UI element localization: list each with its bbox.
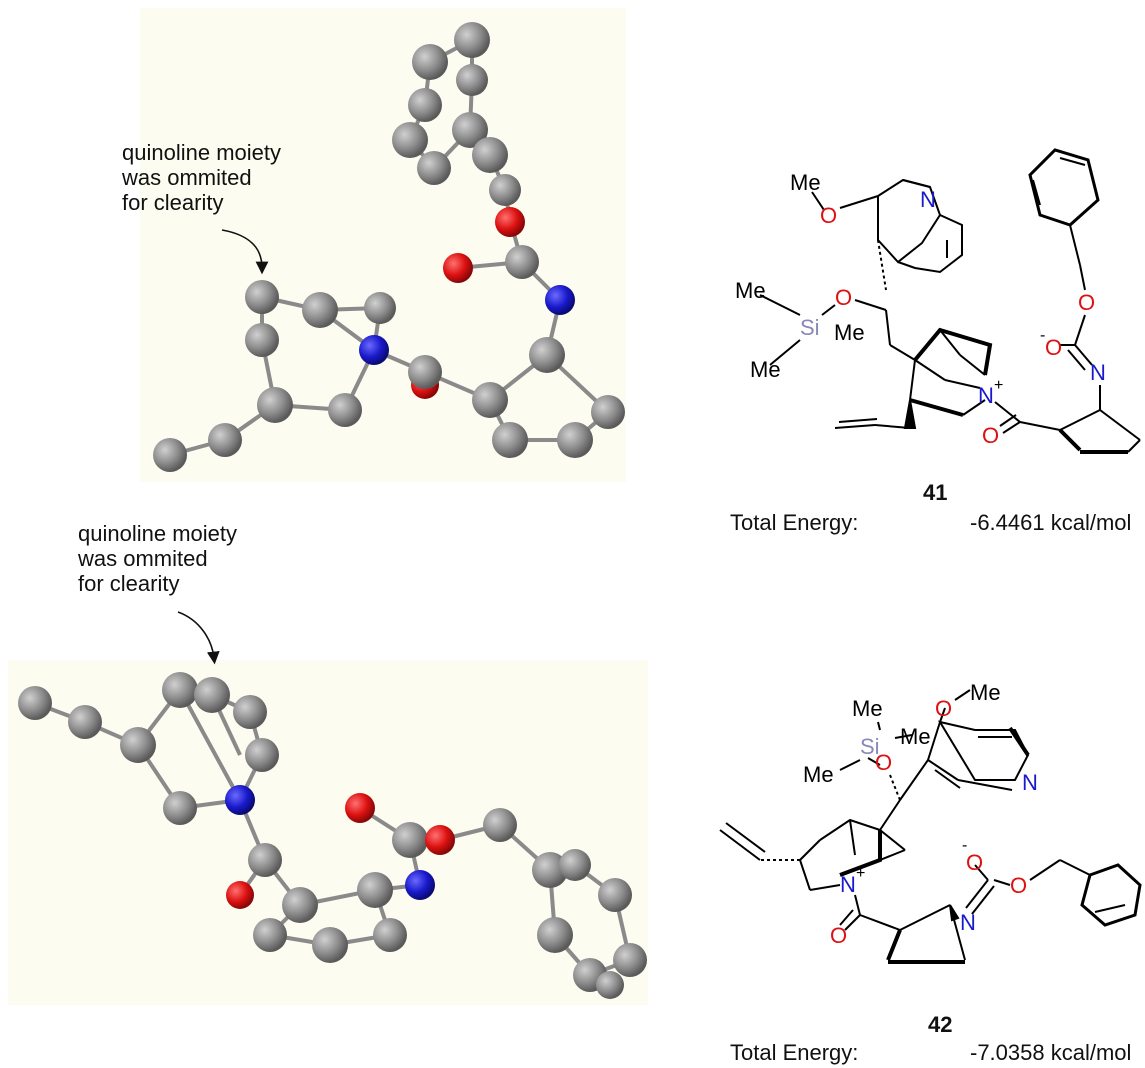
- label-42-si: Si: [860, 734, 880, 759]
- label-42-me-si3: Me: [803, 762, 834, 787]
- label-41-me-si3: Me: [750, 357, 781, 382]
- label-42-n-plus: N: [840, 872, 856, 897]
- label-41-plus: +: [994, 377, 1003, 394]
- note-top-line-3: for clearity: [122, 190, 224, 215]
- compound-number-41: 41: [923, 480, 948, 505]
- energy-label-41: Total Energy:: [730, 510, 859, 535]
- structure-42-labels: Me O N Me Si Me Me O O - O N N + O: [803, 680, 1038, 948]
- ball-stick-model-42: [18, 672, 647, 999]
- label-41-o-ester: O: [1078, 290, 1095, 315]
- label-41-si: Si: [800, 315, 820, 340]
- label-41-n-plus: N: [978, 383, 994, 408]
- label-42-me-si2: Me: [900, 724, 931, 749]
- energy-value-42: -7.0358 kcal/mol: [970, 1040, 1132, 1065]
- note-bottom-line-2: was ommited: [78, 546, 208, 571]
- label-41-o-methoxy: O: [820, 203, 837, 228]
- note-top-line-1: quinoline moiety: [122, 140, 281, 165]
- energy-label-42: Total Energy:: [730, 1040, 859, 1065]
- label-41-o-carbonyl: O: [982, 423, 999, 448]
- ball-stick-model-41: [153, 22, 625, 472]
- label-41-me-si2: Me: [834, 320, 865, 345]
- label-42-plus: +: [856, 865, 865, 882]
- label-42-o-ester: O: [1010, 873, 1027, 898]
- structure-42: [719, 689, 1142, 964]
- note-top: quinoline moiety was ommited for clearit…: [122, 140, 281, 215]
- energy-line-42: Total Energy: -7.0358 kcal/mol: [730, 1040, 1140, 1066]
- compound-number-42: 42: [928, 1012, 953, 1037]
- label-41-n-imine: N: [1090, 360, 1106, 385]
- label-41-o-silyl: O: [835, 285, 852, 310]
- label-42-n-imine: N: [960, 910, 976, 935]
- label-41-n-quin: N: [920, 187, 936, 212]
- label-42-me-si1: Me: [852, 696, 883, 721]
- label-42-o-silyl: O: [875, 750, 892, 775]
- note-bottom: quinoline moiety was ommited for clearit…: [78, 521, 237, 596]
- energy-value-41: -6.4461 kcal/mol: [970, 510, 1132, 535]
- label-41-me-top: Me: [790, 170, 821, 195]
- structure-41: [759, 148, 1141, 454]
- label-41-me-si1: Me: [735, 278, 766, 303]
- arrow-bottom: [177, 611, 220, 665]
- label-42-o-carbonyl: O: [830, 923, 847, 948]
- note-bottom-line-3: for clearity: [78, 571, 180, 596]
- note-top-line-2: was ommited: [122, 165, 252, 190]
- label-41-minus: -: [1040, 327, 1045, 344]
- label-42-minus: -: [962, 837, 967, 854]
- arrow-top: [221, 229, 269, 275]
- label-42-o-methoxy: O: [935, 696, 952, 721]
- label-42-o-minus: O: [966, 850, 983, 875]
- label-41-o-minus: O: [1045, 335, 1062, 360]
- label-42-me-top: Me: [970, 680, 1001, 705]
- label-42-n-quin: N: [1022, 770, 1038, 795]
- energy-line-41: Total Energy: -6.4461 kcal/mol: [730, 510, 1140, 536]
- structure-41-labels: Me O N Me O Si Me Me O O - N N + O: [735, 170, 1106, 448]
- 3d-model-top-panel: [140, 8, 626, 482]
- note-bottom-line-1: quinoline moiety: [78, 521, 237, 546]
